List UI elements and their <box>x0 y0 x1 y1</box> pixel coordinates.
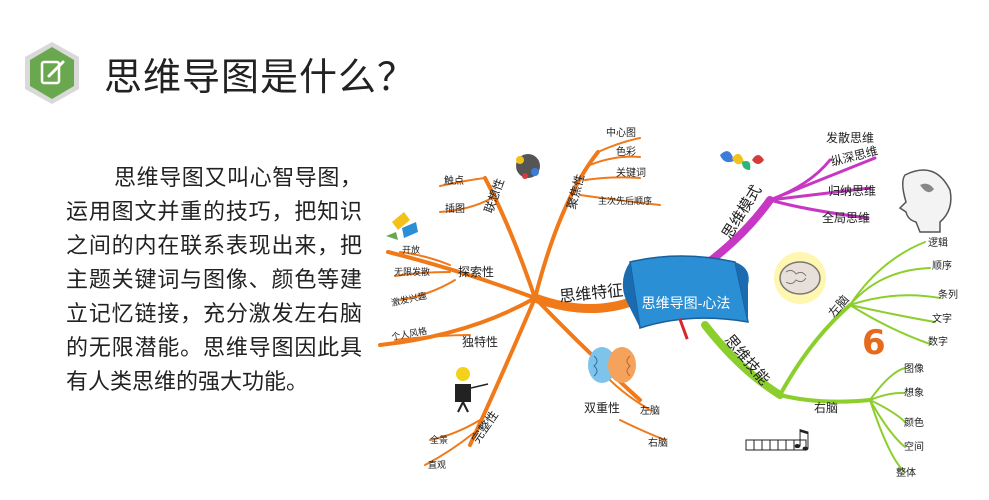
central-topic: 思维导图-心法 <box>622 255 749 340</box>
slide-title: 思维导图是什么？ <box>104 55 417 99</box>
left-brain-label: 左脑 <box>825 292 852 320</box>
head-profile-icon <box>898 169 952 233</box>
association-item: 触点 <box>444 174 464 187</box>
skills-label: 思维技能 <box>721 331 773 389</box>
mind-map-diagram: 思维导图-心法 6 <box>378 126 958 479</box>
completeness-item: 直观 <box>428 459 446 471</box>
left-brain-item: 逻辑 <box>928 236 948 249</box>
duality-item: 左脑 <box>640 404 660 417</box>
modes-item: 全局思维 <box>822 210 870 225</box>
music-keyboard-icon: ♫ <box>745 425 813 455</box>
right-brain-label: 右脑 <box>814 400 838 415</box>
left-brain-item: 文字 <box>932 312 952 325</box>
left-brain-item: 条列 <box>938 288 958 301</box>
right-brain-item: 想象 <box>904 386 924 399</box>
color-swirl-icon <box>720 151 764 170</box>
focus-label: 聚焦性 <box>564 172 587 210</box>
svg-text:6: 6 <box>862 323 886 363</box>
association-item: 插图 <box>445 202 465 215</box>
glowing-brain-icon <box>774 252 826 304</box>
central-topic-label: 思维导图-心法 <box>642 296 731 312</box>
focus-item: 主次先后顺序 <box>598 195 652 207</box>
duality-item: 右脑 <box>648 436 668 449</box>
modes-item: 发散思维 <box>826 130 874 145</box>
focus-item: 色彩 <box>616 145 636 158</box>
right-brain-item: 空间 <box>904 440 924 453</box>
focus-item: 关键词 <box>616 166 646 179</box>
left-brain-item: 数字 <box>928 335 948 348</box>
right-brain-item: 整体 <box>896 466 916 479</box>
right-brain-item: 图像 <box>904 363 924 375</box>
brain-halves-icon <box>588 347 636 383</box>
exploration-item: 无限发散 <box>394 266 430 278</box>
edit-icon <box>25 42 79 104</box>
conductor-icon <box>455 367 489 413</box>
left-brain-item: 顺序 <box>932 259 952 272</box>
focus-item: 中心图 <box>606 126 636 139</box>
exploration-item: 开放 <box>402 244 420 256</box>
modes-item: 归纳思维 <box>828 184 876 198</box>
exploration-item: 激发兴趣 <box>390 290 428 309</box>
association-label: 联想性 <box>481 176 507 215</box>
duality-label: 双重性 <box>584 401 620 415</box>
svg-text:♫: ♫ <box>790 425 813 455</box>
body-text: 思维导图又叫心智导图，运用图文并重的技巧，把知识之间的内在联系表现出来，把主题关… <box>66 166 362 395</box>
colorful-shapes-icon <box>386 212 418 240</box>
gears-icon <box>516 154 540 179</box>
completeness-item: 全景 <box>430 434 448 446</box>
uniqueness-label: 独特性 <box>462 334 498 349</box>
right-brain-item: 颜色 <box>904 416 924 429</box>
number-six-icon: 6 <box>862 323 886 363</box>
slide-header: 思维导图是什么？ <box>0 0 989 110</box>
exploration-label: 探索性 <box>458 265 494 279</box>
